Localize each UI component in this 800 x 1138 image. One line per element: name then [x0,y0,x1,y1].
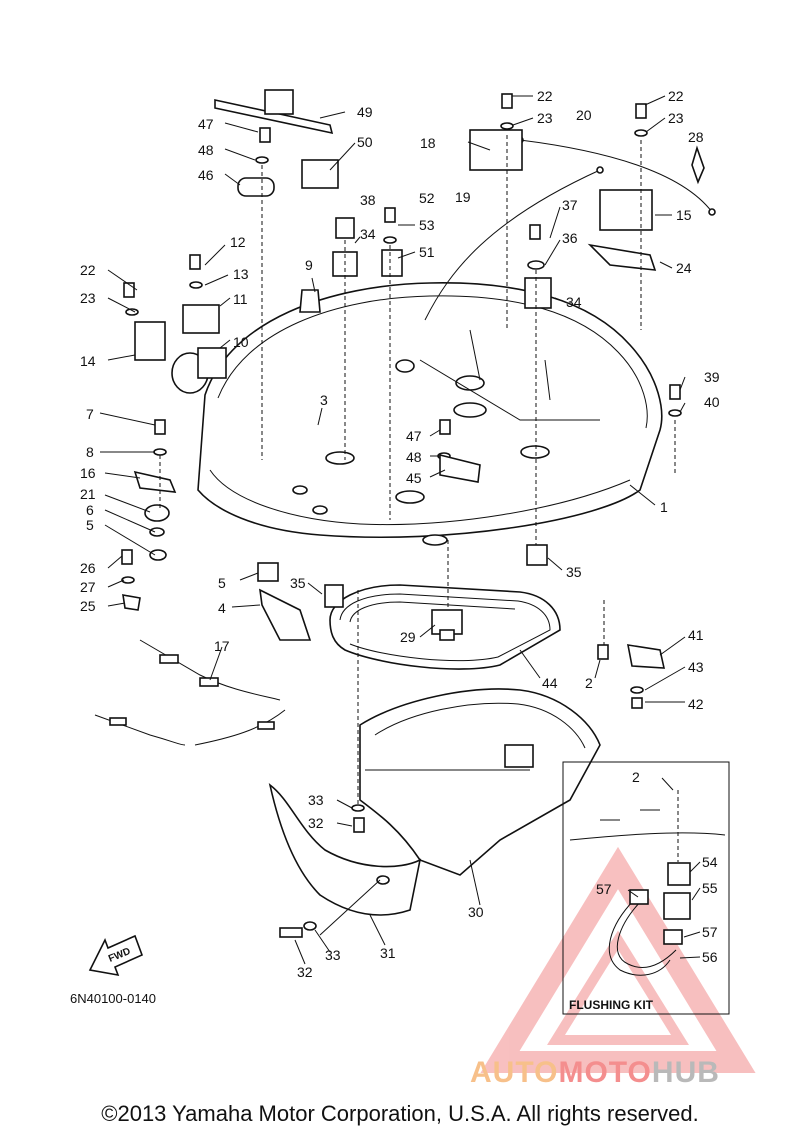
label-52: 52 [419,190,435,206]
label-47b: 47 [406,428,422,444]
label-8: 8 [86,444,94,460]
label-19: 19 [455,189,471,205]
label-6: 6 [86,502,94,518]
label-35b: 35 [566,564,582,580]
label-12: 12 [230,234,246,250]
bottom-cowling [197,282,663,546]
label-22c: 22 [80,262,96,278]
brackets [122,89,705,669]
label-51: 51 [419,244,435,260]
leader-lines [99,95,701,965]
label-34: 34 [360,226,376,242]
copyright-notice: ©2013 Yamaha Motor Corporation, U.S.A. A… [101,1101,699,1126]
watermark-hub: HUB [651,1056,720,1089]
apron-front [268,783,422,916]
label-46: 46 [198,167,214,183]
label-56: 56 [702,949,718,965]
label-25: 25 [80,598,96,614]
label-35: 35 [290,575,306,591]
label-43: 43 [688,659,704,675]
label-26: 26 [80,560,96,576]
label-24: 24 [676,260,692,276]
label-22: 22 [537,88,553,104]
label-5: 5 [86,517,94,533]
assembly-lines [159,135,676,805]
label-20: 20 [576,107,592,123]
label-32: 32 [308,815,324,831]
label-3: 3 [320,392,328,408]
label-48: 48 [198,142,214,158]
label-2-inset: 2 [632,769,640,785]
label-5b: 5 [218,575,226,591]
label-27: 27 [80,579,96,595]
label-23b: 23 [668,110,684,126]
label-49: 49 [357,104,373,120]
label-16: 16 [80,465,96,481]
label-23c: 23 [80,290,96,306]
label-11: 11 [233,291,248,307]
label-40: 40 [704,394,720,410]
label-10: 10 [233,334,249,350]
label-36: 36 [562,230,578,246]
label-55: 55 [702,880,718,896]
apron-rear [359,688,601,876]
label-17: 17 [214,638,230,654]
label-14: 14 [80,353,96,369]
label-34b: 34 [566,294,582,310]
watermark-triangle [480,846,756,1073]
label-21: 21 [80,486,96,502]
label-54: 54 [702,854,718,870]
label-22b: 22 [668,88,684,104]
watermark-text: AUTOMOTOHUB [470,1056,720,1090]
flushing-kit-inset [562,761,730,1015]
label-53: 53 [419,217,435,233]
label-29: 29 [400,629,416,645]
watermark-auto: AUTO [470,1056,559,1089]
label-28: 28 [688,129,704,145]
label-31: 31 [380,945,396,961]
small-parts [121,93,682,938]
fwd-arrow-icon [88,934,144,977]
label-2: 2 [585,675,593,691]
grommet-29 [431,609,463,641]
label-57b: 57 [702,924,718,940]
label-50: 50 [357,134,373,150]
label-39: 39 [704,369,720,385]
remote-control-cable [94,639,286,746]
label-41: 41 [688,627,704,643]
label-33b: 33 [325,947,341,963]
label-9: 9 [305,257,313,273]
label-44: 44 [542,675,558,691]
label-18: 18 [420,135,436,151]
label-23: 23 [537,110,553,126]
flushing-kit-label: FLUSHING KIT [569,998,654,1012]
drawing-number: 6N40100-0140 [70,991,157,1006]
label-15: 15 [676,207,692,223]
label-32b: 32 [297,964,313,980]
label-57: 57 [596,881,612,897]
watermark-moto: MOTO [558,1056,652,1089]
label-48b: 48 [406,449,422,465]
label-7: 7 [86,406,94,422]
label-42: 42 [688,696,704,712]
label-45: 45 [406,470,422,486]
label-4: 4 [218,600,226,616]
label-37: 37 [562,197,578,213]
label-30: 30 [468,904,484,920]
label-47: 47 [198,116,214,132]
label-38: 38 [360,192,376,208]
label-1: 1 [660,499,668,515]
label-33: 33 [308,792,324,808]
label-13: 13 [233,266,249,282]
